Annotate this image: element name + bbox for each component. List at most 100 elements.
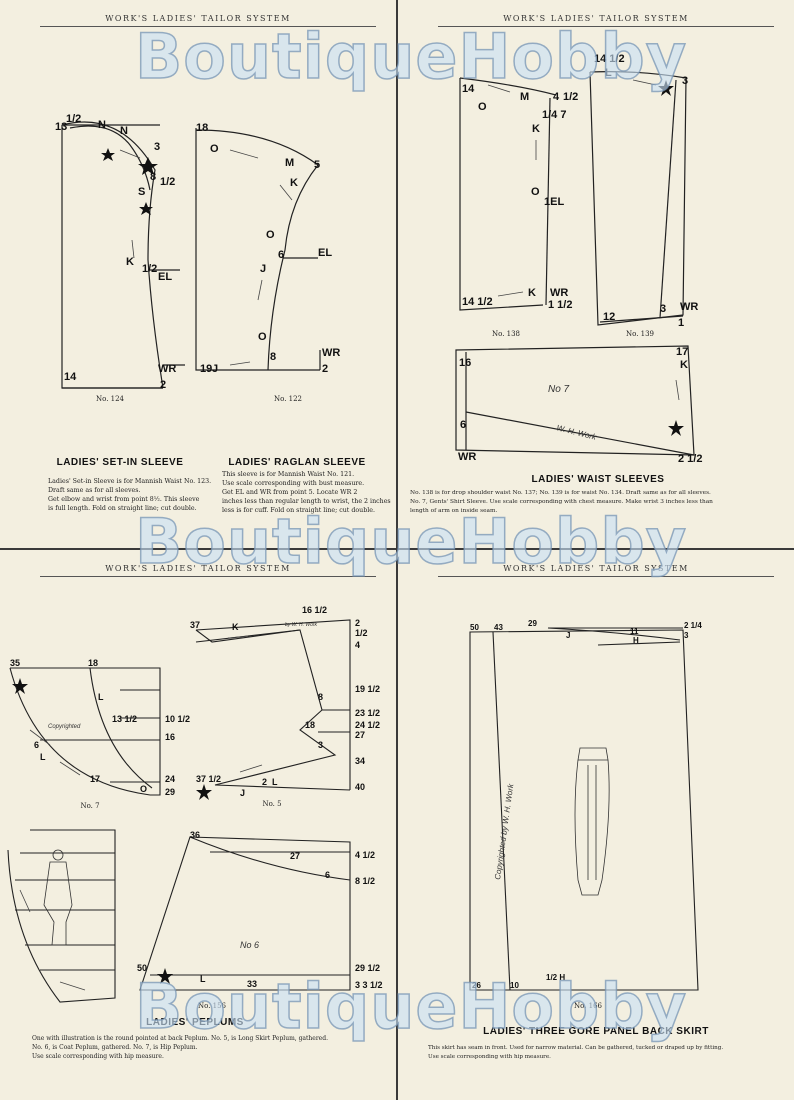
text-line: inches less than regular length to wrist… [222,498,391,505]
text-line: This sleeve is for Mannish Waist No. 121… [222,471,355,478]
svg-text:L: L [98,692,104,702]
svg-text:O: O [258,331,267,343]
svg-text:1 1/2: 1 1/2 [548,299,572,311]
svg-text:24 1/2: 24 1/2 [355,720,380,730]
svg-text:16: 16 [459,357,471,369]
signature: by W. H. Work [285,622,318,628]
svg-text:1/2: 1/2 [563,91,578,103]
svg-text:14: 14 [64,371,77,383]
svg-text:37: 37 [190,620,200,630]
running-header: WORK'S LADIES' TAILOR SYSTEM [105,14,291,23]
svg-text:L: L [272,777,278,787]
svg-text:24: 24 [165,774,175,784]
svg-text:13: 13 [55,121,67,133]
svg-text:6: 6 [460,419,466,431]
running-header: WORK'S LADIES' TAILOR SYSTEM [503,14,689,23]
figure-caption-166: No. 166 [573,1002,603,1010]
svg-text:K: K [680,359,688,371]
svg-text:50: 50 [137,963,147,973]
svg-text:J: J [566,631,570,640]
text-line: length of arm on inside seam. [410,508,498,514]
svg-text:1: 1 [678,317,684,329]
svg-text:3 3 1/2: 3 3 1/2 [355,980,383,990]
svg-text:17: 17 [90,774,100,784]
figure-caption-122: No. 122 [273,395,303,403]
svg-text:N: N [120,125,128,137]
svg-text:3: 3 [154,141,160,153]
svg-text:1/2: 1/2 [142,263,157,275]
figure-caption-124: No. 124 [95,395,125,403]
svg-text:6: 6 [34,740,39,750]
figure-caption-5: No. 5 [262,800,282,808]
svg-text:WR: WR [322,347,340,359]
svg-text:16 1/2: 16 1/2 [302,605,327,615]
page-peplums: WORK'S LADIES' TAILOR SYSTEM [0,550,396,1100]
svg-text:H: H [633,636,639,645]
svg-text:J: J [240,788,245,798]
svg-text:K: K [532,123,540,135]
svg-text:16: 16 [165,732,175,742]
svg-text:L: L [605,67,612,79]
svg-text:WR: WR [550,287,568,299]
svg-text:14 1/2: 14 1/2 [594,53,625,65]
title-waist-sleeves: LADIES' WAIST SLEEVES [531,474,665,485]
text-line: No. 6, is Coat Peplum, gathered. No. 7, … [32,1044,198,1051]
figure-caption-7: No. 7 [80,802,100,810]
text-set-in-sleeve: Ladies' Set-in Sleeve is for Mannish Wai… [48,477,213,513]
svg-text:6: 6 [278,249,284,261]
svg-text:1/2: 1/2 [66,113,81,125]
svg-text:26: 26 [472,981,481,990]
svg-text:37 1/2: 37 1/2 [196,774,221,784]
svg-text:1/2: 1/2 [355,628,368,638]
svg-text:N: N [98,119,106,131]
svg-text:2 1/4: 2 1/4 [684,621,702,630]
svg-text:K: K [126,256,134,268]
svg-text:WR: WR [458,451,476,463]
svg-text:14: 14 [462,83,475,95]
text-line: Draft same as for all sleeves. [48,487,141,494]
svg-text:1EL: 1EL [544,196,564,208]
title-raglan-sleeve: LADIES' RAGLAN SLEEVE [228,457,366,468]
text-line: less is for cuff. Fold on straight line;… [222,507,375,514]
title-three-gore-skirt: LADIES' THREE GORE PANEL BACK SKIRT [483,1026,709,1037]
figure-caption-156: No. 156 [197,1002,227,1010]
header-rule [40,26,376,27]
svg-text:23 1/2: 23 1/2 [355,708,380,718]
svg-text:2: 2 [160,379,166,391]
title-peplums: LADIES' PEPLUMS [146,1017,244,1028]
text-raglan-sleeve: This sleeve is for Mannish Waist No. 121… [222,470,392,515]
text-line: Ladies' Set-in Sleeve is for Mannish Wai… [48,478,212,485]
svg-text:K: K [232,622,239,632]
svg-text:O: O [266,229,275,241]
text-line: One with illustration is the round point… [32,1035,328,1042]
text-line: is full length. Fold on straight line; c… [48,505,197,512]
svg-text:S: S [138,186,145,198]
svg-text:10: 10 [510,981,519,990]
svg-text:19: 19 [200,363,212,375]
svg-text:33: 33 [247,979,257,989]
svg-text:2 1/2: 2 1/2 [678,453,702,465]
text-line: Use scale corresponding with bust measur… [222,480,365,487]
svg-text:29 1/2: 29 1/2 [355,963,380,973]
svg-text:J: J [260,263,266,275]
svg-text:14 1/2: 14 1/2 [462,296,493,308]
svg-text:O: O [140,784,147,794]
svg-text:4: 4 [553,91,560,103]
header-rule [438,26,774,27]
handwritten-note: No 7 [548,384,570,395]
svg-text:3: 3 [682,75,688,87]
svg-text:29: 29 [165,787,175,797]
text-line: No. 7, Gents' Shirt Sleeve. Use scale co… [410,499,713,505]
running-header: WORK'S LADIES' TAILOR SYSTEM [503,564,689,573]
svg-text:19 1/2: 19 1/2 [355,684,380,694]
header-rule [438,576,774,577]
text-waist-sleeves: No. 138 is for drop shoulder waist No. 1… [410,489,782,516]
svg-text:10 1/2: 10 1/2 [165,714,190,724]
svg-text:O: O [210,143,219,155]
svg-text:L: L [40,752,46,762]
figure-caption-138: No. 138 [491,330,521,338]
